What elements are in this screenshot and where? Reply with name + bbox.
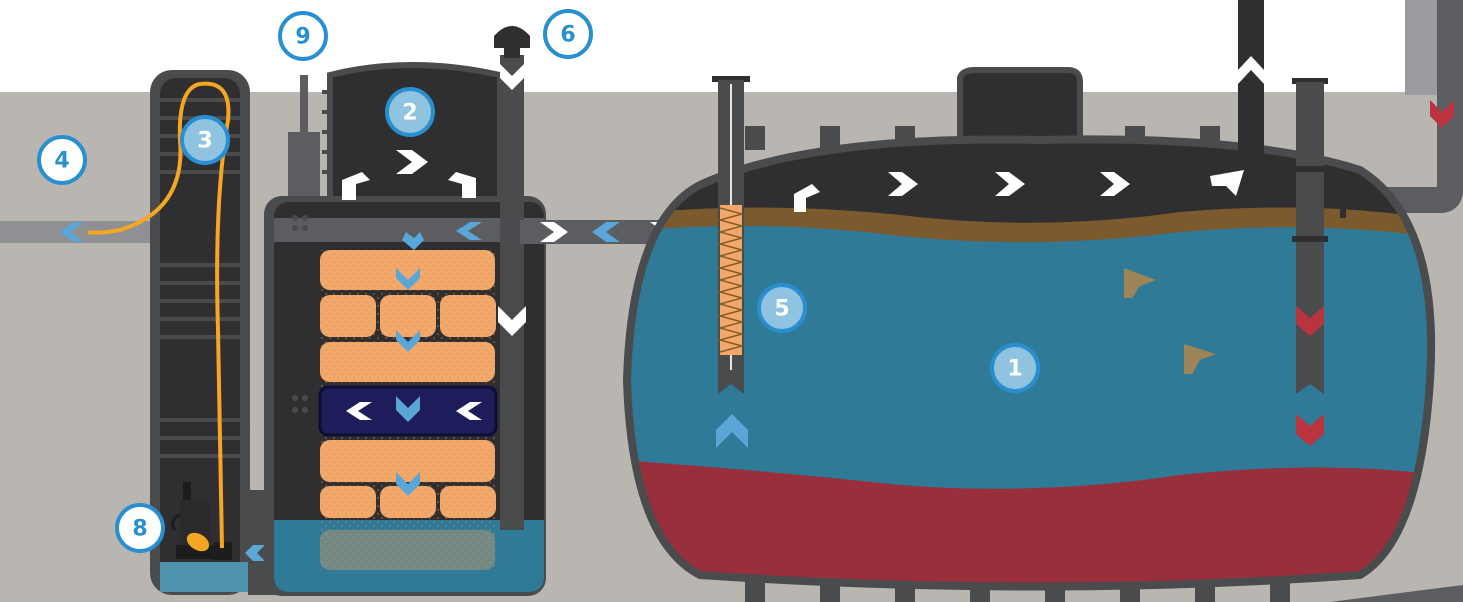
callout-pump: 8	[115, 503, 165, 553]
ground-edge	[1330, 585, 1463, 602]
callout-outlet: 4	[37, 135, 87, 185]
effluent-screen	[712, 76, 750, 394]
callout-badge-circle	[543, 9, 593, 59]
callout-label: 4	[54, 149, 69, 174]
callout-label: 8	[132, 517, 147, 542]
callout-tank: 1	[990, 343, 1040, 393]
tank-vent-pipe	[1238, 0, 1264, 158]
callouts: 1 2 3 4 5 6 8 9	[37, 9, 1040, 553]
pump-return-arrow	[245, 545, 265, 561]
callout-hose: 3	[180, 115, 230, 165]
callout-label: 3	[197, 129, 212, 154]
house-drain-pipe	[1318, 0, 1463, 213]
filter-flow-arrows	[342, 150, 482, 496]
outlet-flow-arrow	[60, 222, 84, 242]
callout-label: 5	[774, 297, 789, 322]
callout-label: 1	[1007, 357, 1022, 382]
callout-badge-circle	[180, 115, 230, 165]
callout-badge-circle	[278, 11, 328, 61]
tank-flow-arrows	[716, 170, 1244, 448]
tank-outlet-tee	[1292, 78, 1454, 446]
vent-pipe	[494, 26, 530, 530]
callout-filter: 2	[385, 87, 435, 137]
callout-screen: 5	[757, 283, 807, 333]
callout-vent: 6	[543, 9, 593, 59]
callout-badge-circle	[385, 87, 435, 137]
callout-label: 6	[560, 23, 575, 48]
callout-label: 2	[402, 101, 417, 126]
outlet-pipe	[0, 221, 170, 243]
pump	[170, 482, 232, 560]
callout-badge-circle	[757, 283, 807, 333]
callout-riser: 9	[278, 11, 328, 61]
callout-badge-circle	[990, 343, 1040, 393]
hose	[87, 81, 231, 549]
callout-label: 9	[295, 25, 310, 50]
callout-badge-circle	[115, 503, 165, 553]
callout-badge-circle	[37, 135, 87, 185]
